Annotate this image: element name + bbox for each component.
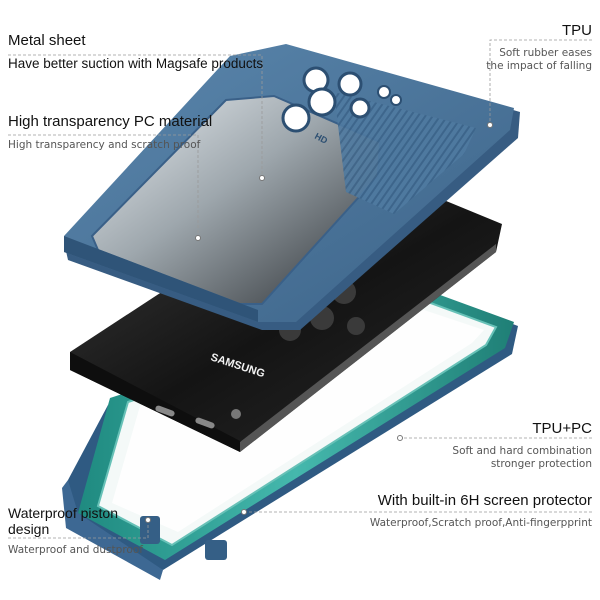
- screen-protector-title: With built-in 6H screen protector: [377, 492, 592, 509]
- pc-material-desc: High transparency and scratch proof: [8, 139, 201, 151]
- cover-camera-hole: [349, 97, 371, 119]
- piston-button: [140, 516, 160, 544]
- cover-camera-hole: [390, 94, 402, 106]
- pc-material-title: High transparency PC material: [8, 113, 213, 130]
- tpu-desc-line2: the impact of falling: [486, 60, 592, 72]
- tpu-title: TPU: [562, 22, 592, 39]
- screen-protector-desc: Waterproof,Scratch proof,Anti-fingerppri…: [369, 517, 592, 529]
- phone-port: [155, 405, 175, 417]
- tpu-pc-title: TPU+PC: [532, 420, 592, 437]
- metal-sheet-desc: Have better suction with Magsafe product…: [8, 56, 264, 71]
- piston-title-line1: Waterproof piston: [8, 505, 118, 521]
- cover-camera-hole: [281, 103, 311, 133]
- cover-camera-hole: [307, 87, 337, 117]
- cover-camera-hole: [337, 71, 363, 97]
- phone-camera-lens: [347, 317, 365, 335]
- metal-sheet-title: Metal sheet: [8, 32, 86, 49]
- tpu-desc-line1: Soft rubber eases: [499, 47, 592, 59]
- phone-pen-slot: [231, 409, 241, 419]
- tpu-pc-desc-line2: stronger protection: [490, 458, 592, 470]
- back-cover: [64, 44, 520, 330]
- front-frame: [62, 292, 518, 580]
- tpu-pc-desc-line1: Soft and hard combination: [452, 445, 592, 457]
- piston-button-lower: [205, 540, 227, 560]
- piston-title-line2: design: [8, 521, 50, 537]
- cover-camera-hole: [377, 85, 391, 99]
- piston-desc: Waterproof and dustproof: [8, 544, 143, 556]
- leader-lines: [8, 39, 592, 539]
- phone-port: [195, 417, 215, 429]
- leader-dots: [145, 122, 493, 523]
